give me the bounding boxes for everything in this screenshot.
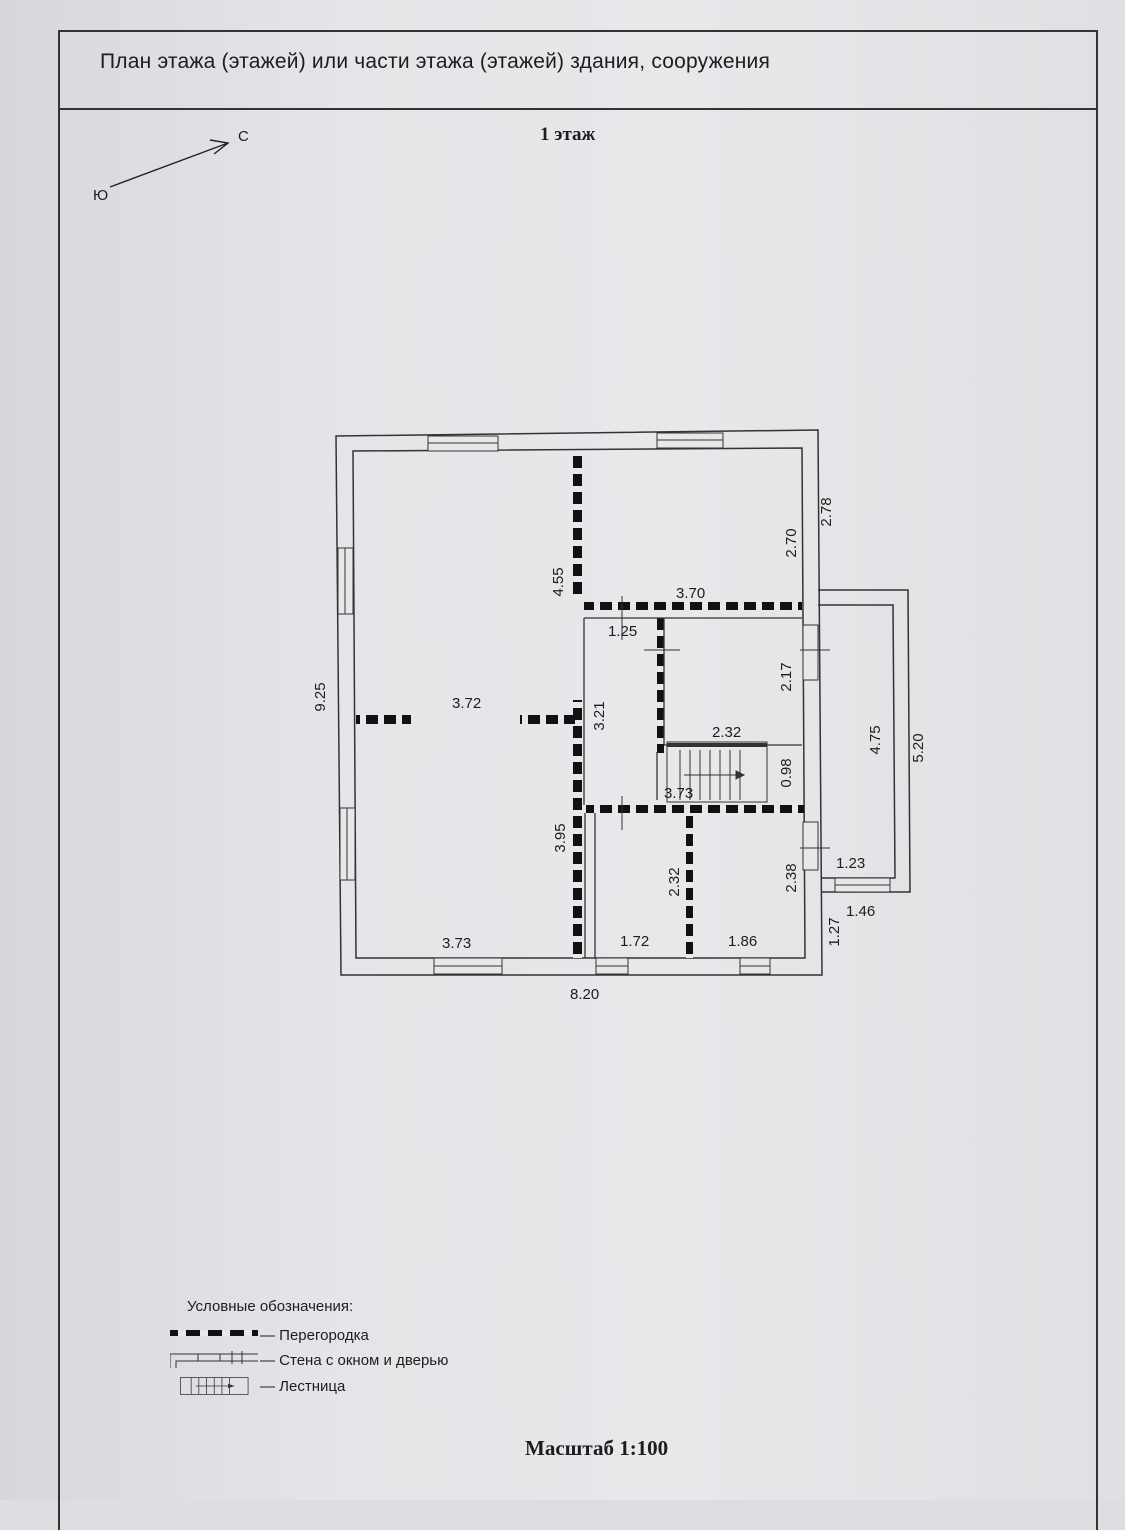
dim-stair-room-width: 2.32 xyxy=(712,724,741,741)
legend-stairs-label: — Лестница xyxy=(260,1377,346,1395)
wall-window-door-symbol-icon xyxy=(170,1351,258,1368)
dim-stair-height: 0.98 xyxy=(778,758,795,787)
dim-left-partition-lower: 3.95 xyxy=(552,823,569,852)
door-markers xyxy=(621,596,830,849)
dim-bath-width: 1.72 xyxy=(620,933,649,950)
dim-left-mid-partition: 3.72 xyxy=(452,695,481,712)
dim-porch-depth: 1.27 xyxy=(826,917,843,946)
dim-bath-height: 2.32 xyxy=(666,867,683,896)
dim-porch-outer: 1.46 xyxy=(846,903,875,920)
document-title: План этажа (этажей) или части этажа (эта… xyxy=(100,50,771,73)
dim-small-room-width: 1.25 xyxy=(608,623,637,640)
dim-bottom-right-room-height: 2.38 xyxy=(783,863,800,892)
dim-annex-inner: 4.75 xyxy=(867,725,884,754)
dim-top-right-room-width: 3.70 xyxy=(676,585,705,602)
legend-item-stairs: — Лестница xyxy=(170,1376,345,1396)
legend-wall-label: — Стена с окном и дверью xyxy=(260,1351,449,1369)
scale-label: Масштаб 1:100 xyxy=(525,1436,669,1460)
header-divider xyxy=(58,108,1098,110)
dim-stair-width: 3.73 xyxy=(664,785,693,802)
dim-bottom-left-width: 3.73 xyxy=(442,935,471,952)
legend-item-wall: — Стена с окном и дверью xyxy=(170,1350,448,1370)
partitions xyxy=(356,451,804,958)
document-frame xyxy=(58,30,1098,1530)
outer-wall xyxy=(335,429,823,976)
dim-top-right-room-height: 2.70 xyxy=(783,528,800,557)
dim-top-right-outer: 2.78 xyxy=(818,497,835,526)
partition-symbol-icon xyxy=(170,1330,258,1336)
dim-bottom-right-width: 1.86 xyxy=(728,933,757,950)
floor-label: 1 этаж xyxy=(540,124,596,145)
inner-walls xyxy=(583,617,802,958)
legend-item-partition: — Перегородка xyxy=(170,1325,369,1345)
compass-north-label: С xyxy=(238,128,249,145)
stairs-symbol-icon xyxy=(180,1377,249,1395)
annex-wall xyxy=(818,589,911,893)
dim-total-width: 8.20 xyxy=(570,986,599,1003)
window-markers xyxy=(337,432,891,975)
legend-partition-label: — Перегородка xyxy=(260,1326,369,1344)
dim-annex-outer: 5.20 xyxy=(910,733,927,762)
compass-south-label: Ю xyxy=(93,187,109,204)
stairs-icon xyxy=(666,741,768,803)
dim-corridor-height: 3.21 xyxy=(591,701,608,730)
compass-arrow-icon xyxy=(109,139,230,188)
dim-right-room-height: 2.17 xyxy=(778,662,795,691)
dim-total-height: 9.25 xyxy=(312,682,329,711)
dim-left-partition-upper: 4.55 xyxy=(550,567,567,596)
dim-porch-inner: 1.23 xyxy=(836,855,865,872)
legend-title: Условные обозначения: xyxy=(187,1298,354,1315)
